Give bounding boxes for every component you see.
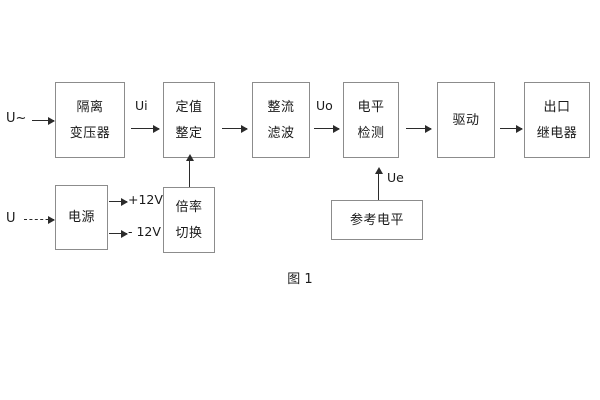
arrow-multiplier-switch-to-setting-value [185, 154, 194, 187]
block-setting-value-line2: 整定 [175, 125, 203, 141]
block-rectify-filter-line1: 整流 [267, 99, 295, 115]
signal-ui-label: Ui [135, 98, 148, 113]
arrow-reference-level-to-level-detect [374, 167, 383, 200]
block-rectify-filter-line2: 滤波 [267, 125, 295, 141]
block-isolation-transformer-line1: 隔离 [76, 99, 104, 115]
block-output-relay: 出口 继电器 [524, 82, 590, 158]
rail-positive-label: +12V [128, 192, 163, 207]
rail-negative-label: - 12V [128, 224, 161, 239]
block-level-detect: 电平 检测 [343, 82, 399, 158]
arrow-drive-to-output-relay [500, 124, 523, 133]
block-reference-level: 参考电平 [331, 200, 423, 240]
block-output-relay-line1: 出口 [543, 99, 571, 115]
block-isolation-transformer-line2: 变压器 [69, 125, 111, 141]
block-power-supply: 电源 [55, 185, 108, 250]
block-level-detect-line2: 检测 [357, 125, 385, 141]
signal-ue-label: Ue [387, 170, 404, 185]
figure-caption: 图 1 [287, 272, 313, 287]
block-drive-line1: 驱动 [452, 112, 480, 128]
block-level-detect-line1: 电平 [357, 99, 385, 115]
block-setting-value: 定值 整定 [163, 82, 215, 158]
block-setting-value-line1: 定值 [175, 99, 203, 115]
block-reference-level-line1: 参考电平 [349, 212, 404, 228]
arrow-power-rail-positive [109, 197, 128, 206]
block-isolation-transformer: 隔离 变压器 [55, 82, 125, 158]
arrow-isolation-transformer-to-setting-value [131, 124, 160, 133]
block-output-relay-line2: 继电器 [536, 125, 578, 141]
input-ac-label: U~ [6, 111, 27, 126]
arrow-setting-value-to-rectify-filter [222, 124, 248, 133]
signal-uo-label: Uo [316, 98, 333, 113]
block-multiplier-switch-line2: 切换 [175, 225, 203, 241]
arrow-ac-input-to-isolation-transformer [32, 116, 55, 125]
arrow-level-detect-to-drive [406, 124, 432, 133]
block-drive: 驱动 [437, 82, 495, 158]
arrow-power-rail-negative [109, 229, 128, 238]
block-multiplier-switch-line1: 倍率 [175, 199, 203, 215]
arrow-rectify-filter-to-level-detect [314, 124, 340, 133]
block-multiplier-switch: 倍率 切换 [163, 187, 215, 253]
block-rectify-filter: 整流 滤波 [252, 82, 310, 158]
input-dc-label: U [6, 211, 16, 226]
block-power-supply-line1: 电源 [67, 210, 95, 225]
arrow-dc-input-to-power-supply [24, 216, 55, 224]
